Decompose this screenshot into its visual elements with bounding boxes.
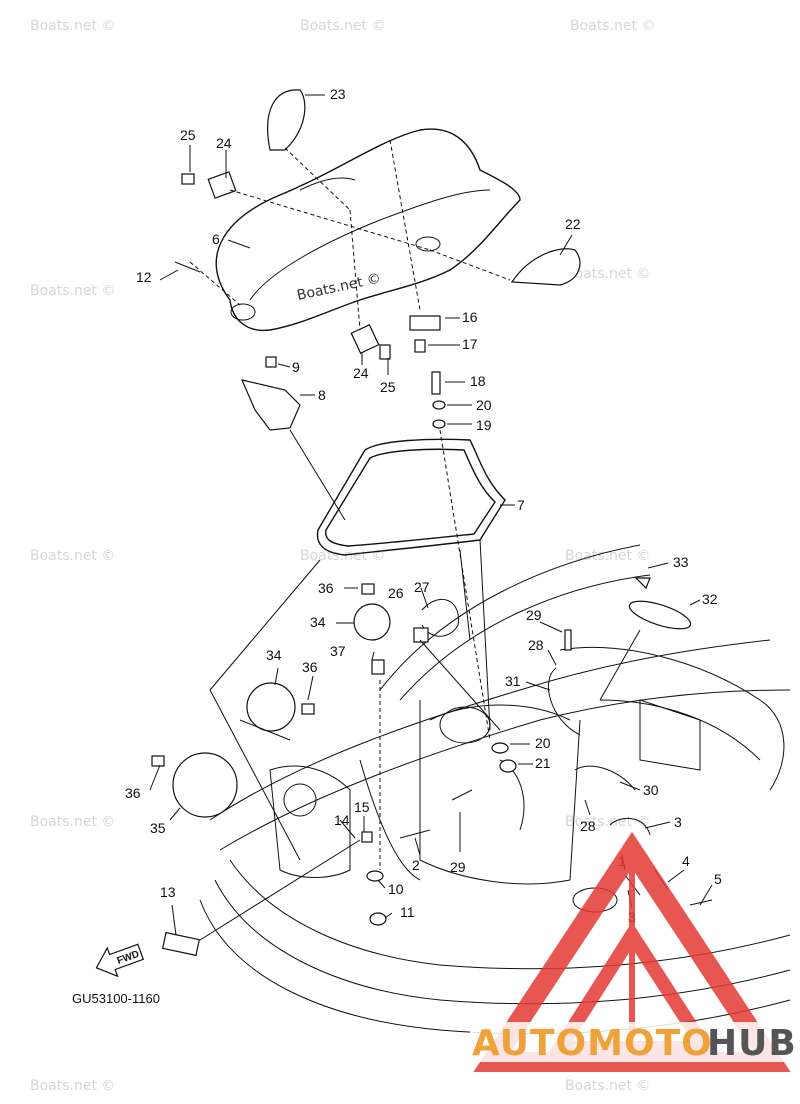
callout-33: 33 <box>673 554 689 570</box>
watermark: Boats.net © <box>30 283 115 299</box>
watermark-layer: Boats.net © Boats.net © Boats.net © Boat… <box>30 18 655 1094</box>
callout-37: 37 <box>330 643 346 659</box>
callout-10: 10 <box>388 881 404 897</box>
logo-part2: HUB <box>707 1023 797 1064</box>
callout-12: 12 <box>136 269 152 285</box>
callout-28: 28 <box>528 637 544 653</box>
automotohub-logo: AUTOMOTO HUB <box>470 831 797 1072</box>
callout-7: 7 <box>517 497 525 513</box>
callout-16: 16 <box>462 309 478 325</box>
watermark: Boats.net © <box>30 548 115 564</box>
callout-22: 22 <box>565 216 581 232</box>
watermark: Boats.net © <box>570 18 655 34</box>
callout-35: 35 <box>150 820 166 836</box>
callout-18: 18 <box>470 373 486 389</box>
fender-22 <box>510 248 581 286</box>
callout-2: 2 <box>412 857 420 873</box>
callout-5: 5 <box>714 871 722 887</box>
callout-36: 36 <box>318 580 334 596</box>
callout-26: 26 <box>388 585 404 601</box>
hood-watermark: Boats.net © <box>296 271 383 304</box>
callout-32: 32 <box>702 591 718 607</box>
watermark: Boats.net © <box>565 1078 650 1094</box>
callout-20: 20 <box>476 397 492 413</box>
callout-20: 20 <box>535 735 551 751</box>
hardware-parts <box>151 171 713 957</box>
watermark: Boats.net © <box>565 814 650 830</box>
callout-8: 8 <box>318 387 326 403</box>
callout-30: 30 <box>643 782 659 798</box>
callout-25: 25 <box>180 127 196 143</box>
fwd-arrow: FWD <box>95 943 145 978</box>
callout-29: 29 <box>526 607 542 623</box>
logo-part1: AUTOMOTO <box>472 1023 713 1064</box>
watermark: Boats.net © <box>30 18 115 34</box>
callout-19: 19 <box>476 417 492 433</box>
callout-3: 3 <box>674 814 682 830</box>
callout-29: 29 <box>450 859 466 875</box>
callout-9: 9 <box>292 359 300 375</box>
callout-21: 21 <box>535 755 551 771</box>
watermark: Boats.net © <box>300 18 385 34</box>
callout-23: 23 <box>330 86 346 102</box>
callout-27: 27 <box>414 579 430 595</box>
callout-24: 24 <box>353 365 369 381</box>
watermark: Boats.net © <box>300 548 385 564</box>
callout-4: 4 <box>682 853 690 869</box>
callout-6: 6 <box>212 231 220 247</box>
fender-23 <box>267 89 306 151</box>
callout-28: 28 <box>580 818 596 834</box>
callout-34: 34 <box>266 647 282 663</box>
hood-part: Boats.net © <box>215 128 521 332</box>
gasket-part <box>316 438 506 556</box>
callout-11: 11 <box>400 904 415 920</box>
watermark: Boats.net © <box>30 1078 115 1094</box>
callout-13: 13 <box>160 884 176 900</box>
leader-lines <box>149 94 713 941</box>
callout-25: 25 <box>380 379 396 395</box>
watermark: Boats.net © <box>565 266 650 282</box>
watermark: Boats.net © <box>565 548 650 564</box>
callout-14: 14 <box>334 812 350 828</box>
diagram-code: GU53100-1160 <box>72 991 160 1006</box>
callout-36: 36 <box>302 659 318 675</box>
watermark: Boats.net © <box>30 814 115 830</box>
callout-34: 34 <box>310 614 326 630</box>
callout-31: 31 <box>505 673 521 689</box>
callout-24: 24 <box>216 135 232 151</box>
callout-17: 17 <box>462 336 478 352</box>
callout-15: 15 <box>354 799 370 815</box>
callout-36: 36 <box>125 785 141 801</box>
